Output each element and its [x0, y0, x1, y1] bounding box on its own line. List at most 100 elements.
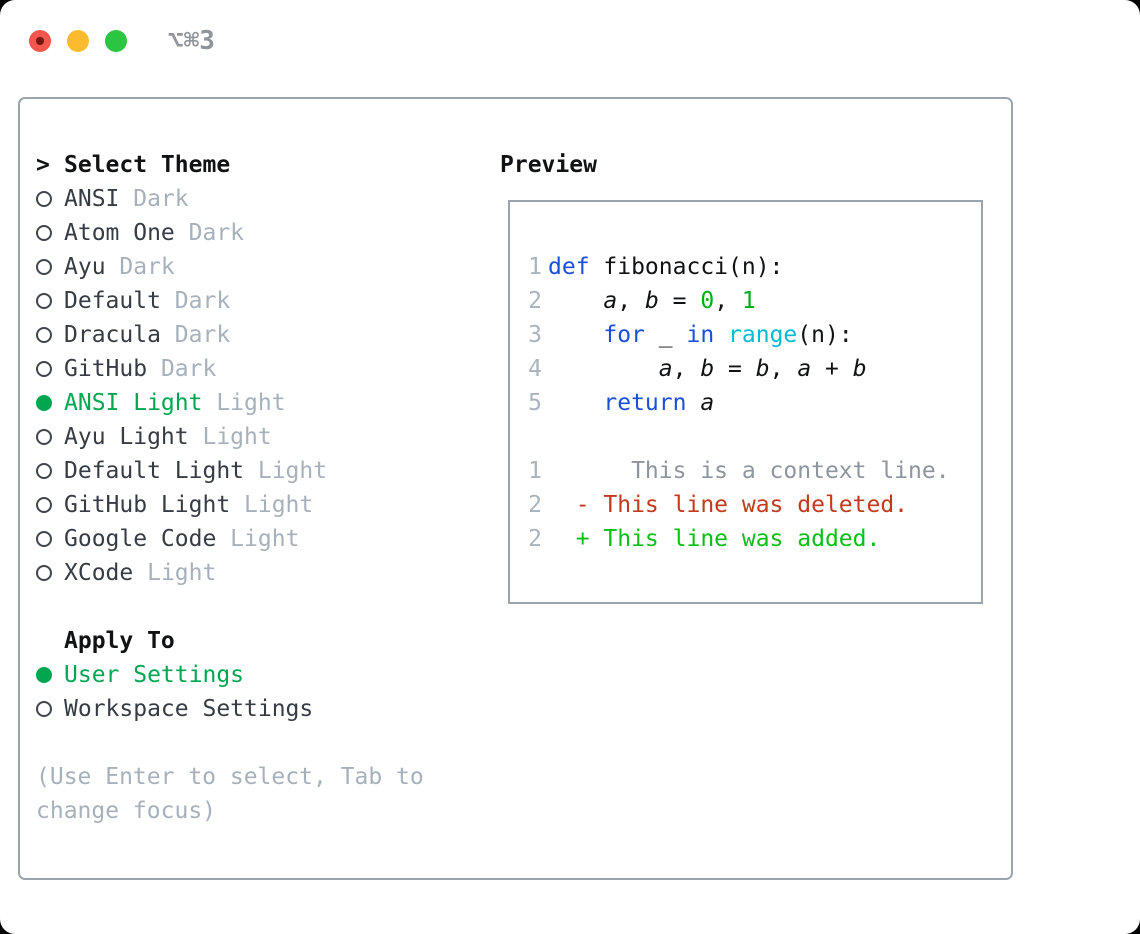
line-number: 4 [528, 356, 542, 382]
line-number: 3 [528, 322, 542, 348]
line-number: 1 [528, 254, 542, 280]
theme-option[interactable]: Default Dark [36, 284, 488, 318]
blank-line [528, 420, 981, 454]
code-line: 2 a, b = 0, 1 [528, 284, 981, 318]
theme-option[interactable]: ANSI Light Light [36, 386, 488, 420]
token-keyword: def [548, 254, 590, 280]
diff-line-context: 1 This is a context line. [528, 454, 981, 488]
theme-option-variant: Dark [105, 254, 175, 280]
radio-cell [36, 497, 64, 513]
theme-option-name: Dracula [64, 322, 161, 348]
theme-option[interactable]: GitHub Dark [36, 352, 488, 386]
theme-option-name: XCode [64, 560, 134, 586]
theme-option-variant: Dark [147, 356, 217, 382]
radio-icon [36, 429, 52, 445]
theme-option-name: ANSI [64, 186, 120, 212]
theme-option-name: Atom One [64, 220, 175, 246]
theme-option[interactable]: ANSI Dark [36, 182, 488, 216]
radio-cell [36, 259, 64, 275]
token-plain: + [811, 356, 853, 382]
token-plain: , [672, 356, 701, 382]
radio-cell [36, 565, 64, 581]
diff-text: + This line was added. [548, 526, 881, 552]
apply-to-option[interactable]: Workspace Settings [36, 692, 488, 726]
diff-text: This is a context line. [548, 458, 950, 484]
radio-cell [36, 531, 64, 547]
line-number: 2 [528, 288, 542, 314]
preview-header-label: Preview [500, 152, 597, 178]
code-content: a, b = b, a + b [548, 356, 867, 382]
token-plain [714, 322, 728, 348]
radio-cell [36, 463, 64, 479]
token-variable: a [700, 390, 715, 416]
titlebar: ⌥⌘3 [29, 26, 215, 56]
theme-option-name: GitHub Light [64, 492, 231, 518]
token-keyword: for [603, 322, 645, 348]
apply-to-header-label: Apply To [64, 628, 175, 654]
theme-option-variant: Light [244, 458, 328, 484]
code-line: 4 a, b = b, a + b [528, 352, 981, 386]
theme-option-variant: Dark [174, 220, 245, 246]
theme-option[interactable]: XCode Light [36, 556, 488, 590]
line-number: 1 [528, 458, 542, 484]
code-content: def fibonacci(n): [548, 254, 783, 280]
token-plain [548, 390, 603, 416]
apply-to-option[interactable]: User Settings [36, 658, 488, 692]
token-plain: , [617, 288, 645, 314]
radio-cell [36, 361, 64, 377]
radio-icon [36, 701, 52, 717]
spacer [36, 726, 488, 760]
token-plain [548, 288, 603, 314]
token-variable: b [644, 288, 659, 314]
theme-option[interactable]: Atom One Dark [36, 216, 488, 250]
token-plain [686, 390, 700, 416]
token-variable: a [797, 356, 812, 382]
diff-line-deleted: 2 - This line was deleted. [528, 488, 981, 522]
token-variable: a [603, 288, 618, 314]
radio-cell [36, 429, 64, 445]
radio-icon [36, 565, 52, 581]
diff-line-added: 2 + This line was added. [528, 522, 981, 556]
theme-option-name: Default Light [64, 458, 245, 484]
theme-option[interactable]: Default Light Light [36, 454, 488, 488]
close-button[interactable] [29, 30, 51, 52]
theme-option[interactable]: Ayu Dark [36, 250, 488, 284]
token-plain: = [714, 356, 756, 382]
token-plain: , [714, 288, 742, 314]
token-builtin: range [728, 322, 798, 348]
radio-cell [36, 667, 64, 683]
select-theme-header: > Select Theme [36, 148, 488, 182]
token-plain: _ [644, 322, 687, 348]
token-plain: fibonacci(n): [589, 254, 784, 280]
token-variable: b [852, 356, 867, 382]
theme-option[interactable]: Dracula Dark [36, 318, 488, 352]
theme-option[interactable]: GitHub Light Light [36, 488, 488, 522]
code-content: return a [548, 390, 714, 416]
minimize-button[interactable] [67, 30, 89, 52]
token-plain: , [769, 356, 798, 382]
token-plain: = [658, 288, 701, 314]
radio-cell [36, 225, 64, 241]
apply-to-option-label: Workspace Settings [64, 696, 314, 722]
theme-option[interactable]: Google Code Light [36, 522, 488, 556]
select-theme-header-label: Select Theme [64, 152, 231, 178]
radio-icon [36, 361, 52, 377]
theme-option-name: Default [64, 288, 161, 314]
token-keyword: return [603, 390, 687, 416]
line-number: 5 [528, 390, 542, 416]
apply-to-option-label: User Settings [64, 662, 245, 688]
radio-icon [36, 259, 52, 275]
theme-option[interactable]: Ayu Light Light [36, 420, 488, 454]
radio-cell [36, 701, 64, 717]
apply-to-header: Apply To [36, 624, 488, 658]
maximize-button[interactable] [105, 30, 127, 52]
radio-cell [36, 395, 64, 411]
line-number: 2 [528, 492, 542, 518]
close-button-dot [36, 37, 44, 45]
theme-option-variant: Light [230, 492, 314, 518]
code-line: 5 return a [528, 386, 981, 420]
token-variable: b [700, 356, 715, 382]
